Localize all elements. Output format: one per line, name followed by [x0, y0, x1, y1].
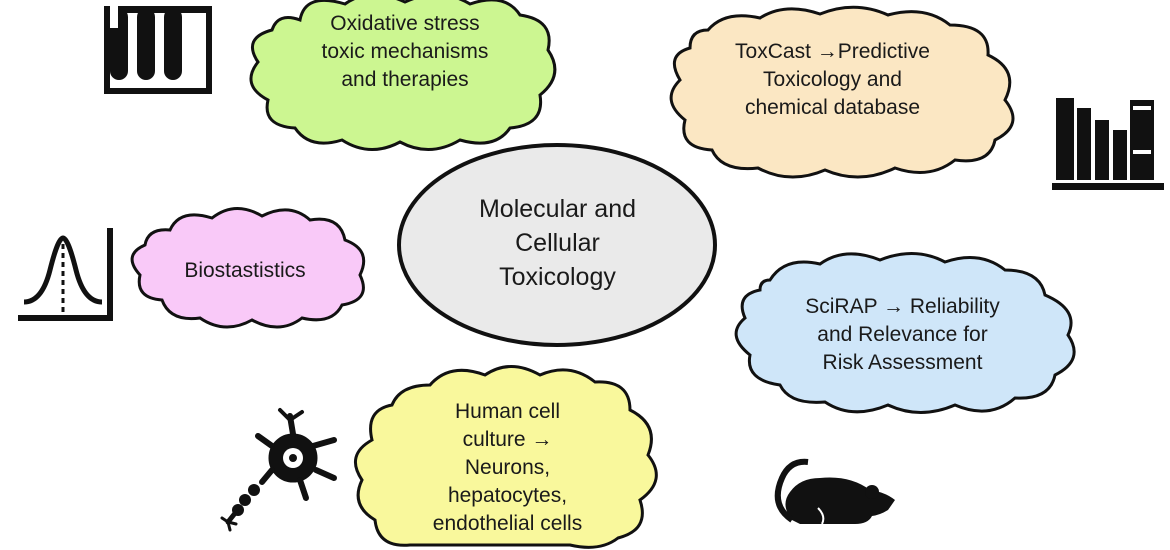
test-tubes-icon [104, 6, 212, 94]
cloud-label-toxcast: ToxCast →Predictive Toxicology and chemi… [735, 40, 930, 119]
cloud-toxcast [669, 5, 1015, 179]
mouse-icon [774, 458, 895, 525]
neuron-icon [220, 408, 337, 532]
cloud-label-scirap: SciRAP → Reliability and Relevance for R… [805, 295, 1000, 374]
books-icon [1052, 98, 1164, 190]
cloud-biostats [130, 207, 366, 329]
center-label: Molecular and Cellular Toxicology [478, 195, 637, 291]
center-ellipse [397, 143, 717, 347]
cloud-label-biostats: Biostastistics [184, 259, 306, 282]
cloud-oxidative [249, 0, 557, 152]
cloud-label-oxidative: Oxidative stress toxic mechanisms and th… [321, 12, 489, 91]
bell-curve-icon [18, 228, 113, 321]
cloud-humancell [353, 365, 658, 549]
cloud-label-humancell: Human cell culture → Neurons, hepatocyte… [432, 400, 583, 535]
cloud-scirap [734, 251, 1076, 414]
